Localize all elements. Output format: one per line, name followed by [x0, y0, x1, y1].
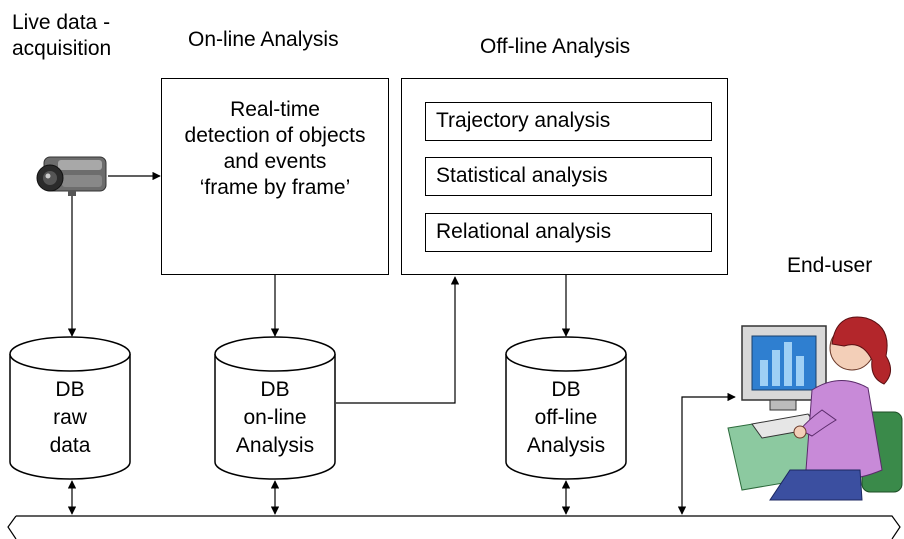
db-offline-cylinder [505, 336, 627, 480]
db-raw-cylinder [9, 336, 131, 480]
statistical-analysis-box: Statistical analysis [425, 157, 712, 196]
db-online-to-offline-arrow [336, 276, 460, 404]
realtime-detection-box: Real-time detection of objects and event… [161, 78, 389, 275]
realtime-line-1: Real-time [230, 98, 320, 121]
db-online-cylinder [214, 336, 336, 480]
realtime-line-4: ‘frame by frame’ [199, 176, 351, 199]
end-user-icon [727, 316, 903, 501]
end-user-bus-arrow [677, 392, 736, 515]
db-offline-line-3: Analysis [526, 434, 606, 457]
db-raw-line-2: raw [53, 406, 87, 429]
db-online-line-3: Analysis [235, 434, 315, 457]
realtime-line-3: and events [223, 150, 327, 173]
end-user-header: End-user [787, 254, 873, 277]
online-analysis-header: On-line Analysis [188, 28, 339, 51]
live-data-header: Live data - acquisition [12, 10, 111, 62]
live-data-line-1: Live data - [12, 11, 111, 34]
relational-analysis-box: Relational analysis [425, 213, 712, 252]
db-offline-label: DB off-line Analysis [506, 376, 626, 460]
db-online-line-1: DB [260, 378, 290, 401]
db-online-line-2: on-line [243, 406, 307, 429]
data-bus [16, 515, 901, 539]
db-online-label: DB on-line Analysis [215, 376, 335, 460]
realtime-line-2: detection of objects [184, 124, 366, 147]
db-raw-line-1: DB [55, 378, 85, 401]
db-raw-label: DB raw data [10, 376, 130, 460]
db-raw-line-3: data [49, 434, 91, 457]
db-offline-line-1: DB [551, 378, 581, 401]
db-offline-line-2: off-line [534, 406, 598, 429]
trajectory-analysis-box: Trajectory analysis [425, 102, 712, 141]
realtime-detection-text: Real-time detection of objects and event… [162, 97, 388, 201]
live-data-line-2: acquisition [12, 37, 112, 60]
data-bus-left-end [7, 515, 17, 539]
offline-analysis-header: Off-line Analysis [480, 35, 631, 58]
camera-icon [36, 156, 107, 196]
